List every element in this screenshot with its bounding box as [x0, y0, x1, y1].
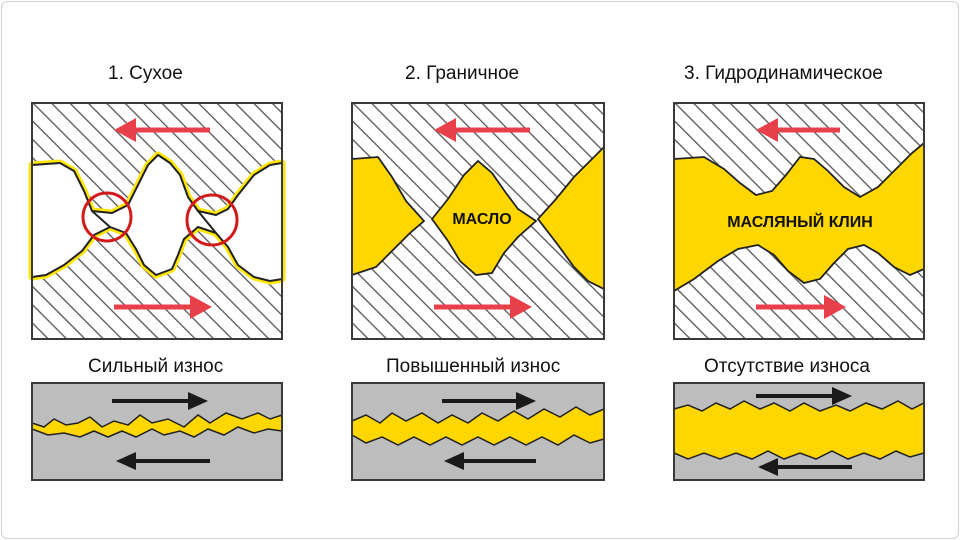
- panel-dry: [28, 102, 286, 340]
- contact-point-circle-left: [81, 191, 133, 243]
- arrow-left-red: [434, 118, 530, 142]
- oil-label: МАСЛО: [452, 211, 511, 228]
- title-dry-friction: 1. Сухое: [108, 63, 183, 84]
- strip-severe-wear: [31, 382, 283, 481]
- title-boundary-friction: 2. Граничное: [405, 63, 520, 84]
- arrow-right-red: [114, 295, 212, 319]
- full-oil-film: [673, 400, 925, 460]
- arrow-right-red: [434, 295, 532, 319]
- contact-bridge-left: [91, 210, 111, 228]
- panel-boundary: МАСЛО: [351, 102, 605, 340]
- strip-border: [31, 382, 283, 481]
- arrow-right-red: [756, 295, 846, 319]
- strip-no-wear: [673, 382, 925, 481]
- oil-region-center: [430, 159, 538, 276]
- contact-point-circle-right: [185, 193, 239, 247]
- arrow-left-black: [116, 452, 210, 470]
- strip-increased-wear: [351, 382, 605, 481]
- strip-border: [673, 382, 925, 481]
- wear-label-none: Отсутствие износа: [704, 356, 870, 377]
- title-hydrodynamic-friction: 3. Гидродинамическое: [684, 63, 883, 84]
- arrow-right-black: [112, 392, 208, 410]
- strip-border: [351, 382, 605, 481]
- oil-region-left: [351, 156, 426, 277]
- arrow-right-black: [442, 392, 536, 410]
- arrow-right-black: [756, 387, 852, 405]
- arrow-left-red: [114, 118, 210, 142]
- wear-label-severe: Сильный износ: [88, 356, 224, 377]
- panel-border: [673, 102, 925, 340]
- wear-label-increased: Повышенный износ: [386, 356, 561, 377]
- arrow-left-red: [756, 118, 840, 142]
- contact-bridge-right: [197, 210, 217, 234]
- arrow-left-black: [444, 452, 536, 470]
- oil-wedge-label: МАСЛЯНЫЙ КЛИН: [727, 212, 873, 231]
- panel-border: [351, 102, 605, 340]
- arrow-left-black: [758, 458, 852, 476]
- panel-hydrodynamic: МАСЛЯНЫЙ КЛИН: [673, 102, 925, 340]
- panel-border: [31, 102, 283, 340]
